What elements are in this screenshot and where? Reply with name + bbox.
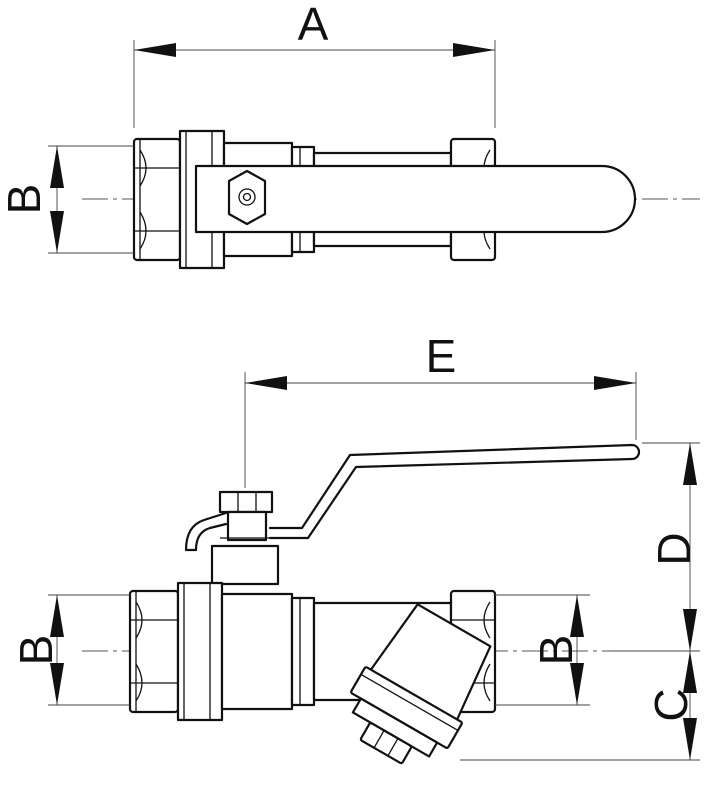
- dimension-c: C: [460, 651, 700, 761]
- side-lever-bend: [184, 511, 228, 552]
- dimension-b-right-label: B: [530, 635, 582, 666]
- side-left-hex-nut: [128, 589, 180, 714]
- top-lever-handle: [194, 164, 637, 234]
- top-left-hex-nut: [132, 137, 182, 262]
- dimension-e: E: [244, 330, 637, 488]
- top-center-nut: [227, 169, 267, 226]
- side-bonnet: [210, 544, 280, 586]
- side-lever-handle: [268, 443, 641, 540]
- dimension-d: D: [610, 442, 700, 652]
- dimension-e-label: E: [426, 330, 457, 382]
- dimension-a-label: A: [298, 0, 329, 50]
- side-body: [220, 592, 294, 711]
- dimension-b-left-label: B: [10, 635, 62, 666]
- dimension-c-label: C: [645, 688, 697, 721]
- dimension-b-left: B: [10, 594, 130, 706]
- dimension-b-top: B: [0, 145, 134, 254]
- side-stem-nut: [218, 490, 274, 514]
- top-view: [82, 129, 700, 270]
- side-flange: [176, 581, 224, 722]
- side-stem: [226, 510, 268, 542]
- dimension-a: A: [133, 0, 496, 128]
- dimension-b-right: B: [495, 594, 590, 706]
- y-strainer: [350, 603, 492, 765]
- dimension-d-label: D: [648, 532, 700, 565]
- side-body-neck: [290, 596, 316, 707]
- side-view: [82, 443, 700, 765]
- y-strainer-plug: [359, 722, 413, 765]
- dimension-b-top-label: B: [0, 184, 50, 215]
